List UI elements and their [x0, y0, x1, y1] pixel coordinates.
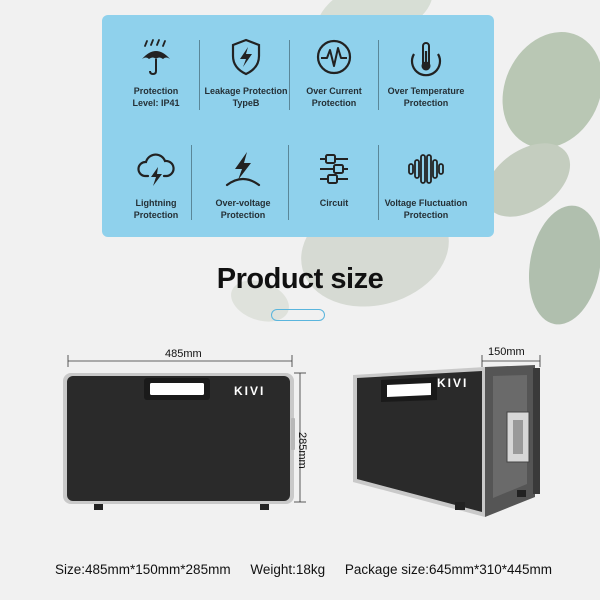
umbrella-icon: [142, 39, 170, 76]
divider: [378, 40, 379, 110]
product-front-view: KIVI: [63, 355, 306, 510]
product-side-view: KIVI: [353, 355, 541, 517]
title-underline-pill: [271, 309, 325, 321]
feature-lightning: Lightning Protection: [107, 127, 205, 237]
divider: [289, 40, 290, 110]
divider: [191, 145, 192, 220]
size-spec: Size:485mm*150mm*285mm: [55, 562, 231, 577]
divider: [378, 145, 379, 220]
waveform-icon: [408, 154, 444, 184]
pulse-icon: [316, 39, 352, 75]
feature-label: Circuit: [319, 198, 349, 208]
lightning-icon: [225, 152, 261, 187]
feature-over-current: Over Current Protection: [285, 15, 383, 125]
feature-label: Lightning Protection: [133, 198, 179, 220]
feature-circuit: Circuit: [285, 127, 383, 237]
section-title: Product size: [216, 263, 384, 295]
feature-over-temperature: Over Temperature Protection: [377, 15, 475, 125]
width-dimension: 485mm: [165, 348, 202, 360]
feature-over-voltage: Over-voltage Protection: [194, 127, 292, 237]
protection-features-panel: Protection Level: IP41 Leakage Protectio…: [102, 15, 494, 237]
package-spec: Package size:645mm*310*445mm: [344, 562, 553, 577]
divider: [288, 145, 289, 220]
feature-label: Over Temperature Protection: [387, 86, 465, 108]
divider: [199, 40, 200, 110]
cloud-lightning-icon: [137, 153, 175, 186]
feature-label: Leakage Protection TypeB: [204, 86, 288, 108]
feature-leakage-protection: Leakage Protection TypeB: [197, 15, 295, 125]
spec-summary: Size:485mm*150mm*285mm Weight:18kg Packa…: [55, 562, 555, 577]
weight-spec: Weight:18kg: [250, 562, 326, 577]
thermometer-icon: [410, 42, 442, 77]
feature-voltage-fluctuation: Voltage Fluctuation Protection: [377, 127, 475, 237]
feature-label: Over Current Protection: [306, 86, 362, 108]
feature-protection-level: Protection Level: IP41: [107, 15, 205, 125]
circuit-icon: [320, 154, 348, 184]
shield-bolt-icon: [231, 38, 261, 76]
brand-logo: KIVI: [437, 376, 468, 390]
feature-label: Voltage Fluctuation Protection: [384, 198, 468, 220]
feature-label: Protection Level: IP41: [132, 86, 180, 108]
height-dimension: 285mm: [296, 432, 308, 469]
depth-dimension: 150mm: [488, 346, 525, 358]
feature-label: Over-voltage Protection: [215, 198, 271, 220]
brand-logo: KIVI: [234, 384, 265, 398]
